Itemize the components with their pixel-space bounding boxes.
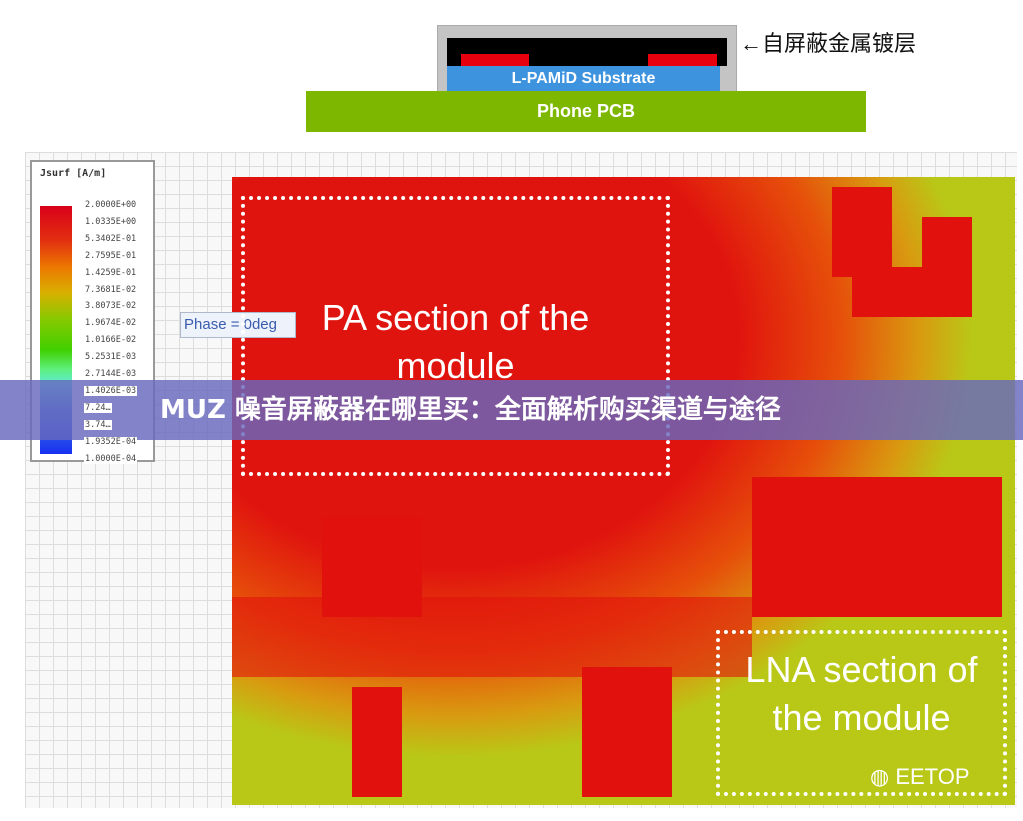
legend-tick: 2.7144E-03 [84,369,138,379]
phase-label: Phase = 0deg [180,312,296,338]
legend-tick: 1.9352E-04 [84,436,138,447]
wechat-icon: ◍ [870,764,890,789]
legend-tick: 1.4259E-01 [84,267,138,278]
legend-tick: 1.0166E-02 [84,335,138,346]
legend-tick: 2.0000E+00 [84,200,138,210]
legend-tick: 5.3402E-01 [84,233,138,244]
lna-section-label: LNA section of the module [745,649,978,738]
legend-tick: 3.74… [84,419,112,430]
phone-pcb-layer: Phone PCB [306,91,866,132]
legend-tick: 1.0000E-04 [84,453,138,464]
pa-section-label: PA section of the module [321,297,590,386]
shield-label: ←自屏蔽金属镀层 [740,31,917,56]
pa-section-box: PA section of the module [241,196,670,476]
legend-tick: 7.24… [84,402,112,413]
legend-tick: 1.9674E-02 [84,318,138,329]
color-legend: Jsurf [A/m] 2.0000E+00 1.0335E+00 5.3402E-… [30,160,155,464]
legend-tick: 5.2531E-03 [84,352,138,363]
red-pad-left [461,54,529,66]
legend-tick: 2.7595E-01 [84,250,138,261]
substrate-layer: L-PAMiD Substrate [447,66,720,92]
legend-tick: 7.3681E-02 [84,284,138,295]
legend-tick: 1.0335E+00 [84,216,138,227]
legend-tick: 1.4026E-03 [84,385,138,396]
red-pad-right [648,54,717,66]
watermark-text: EETOP [895,764,970,789]
current-density-map [232,177,1015,805]
title-banner: MUZ 噪音屏蔽器在哪里买：全面解析购买渠道与途径 [0,380,1023,440]
lna-section-box: LNA section of the module [716,630,1007,796]
watermark: ◍ EETOP [870,764,970,790]
legend-title: Jsurf [A/m] [40,168,107,179]
legend-tick: 3.8073E-02 [84,301,138,312]
